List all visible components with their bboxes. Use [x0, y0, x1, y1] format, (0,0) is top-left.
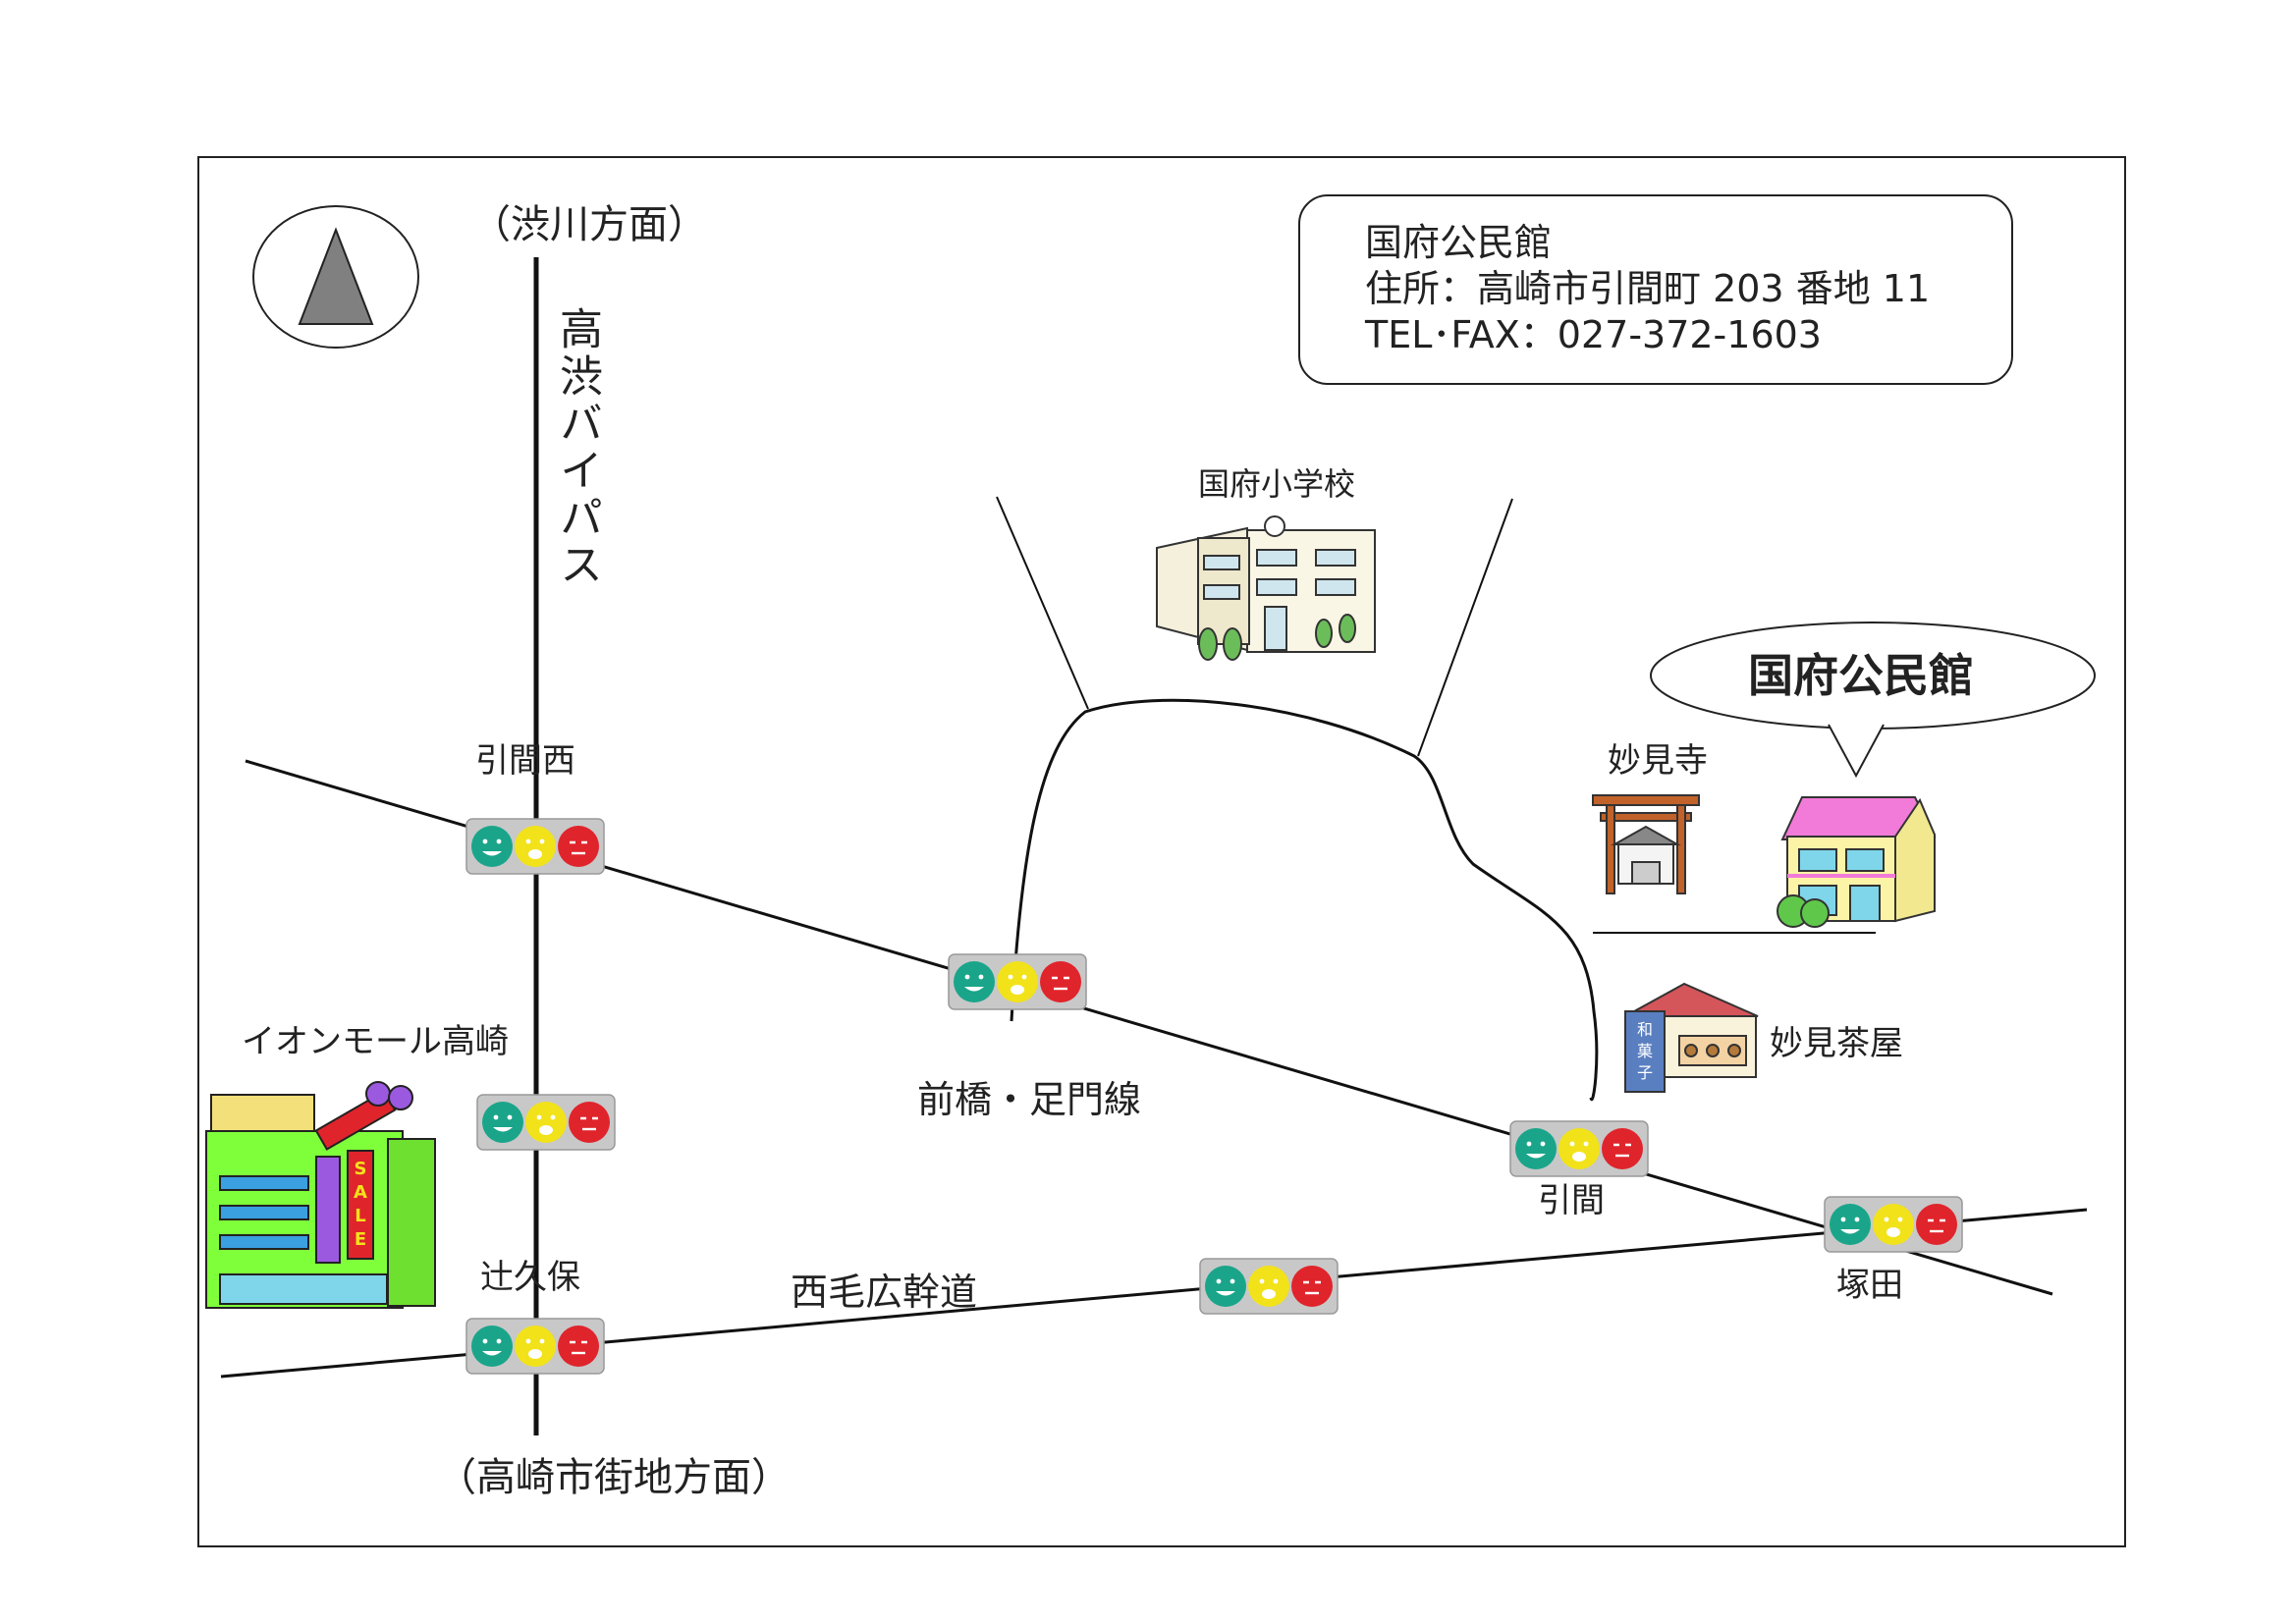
road-curve: [1010, 698, 1599, 1102]
mall-icon: [205, 1081, 436, 1309]
intersection-hikima-nishi: 引間西: [475, 741, 575, 781]
school-icon: [1156, 515, 1376, 661]
north-arrow-icon: [252, 205, 419, 349]
intersection-hikima: 引間: [1538, 1181, 1605, 1220]
info-address: 住所：高崎市引間町 203 番地 11: [1365, 267, 1931, 310]
temple-icon: [1592, 794, 1700, 894]
wagashi-sign: 和 菓 子: [1637, 1020, 1653, 1082]
callout-label: 国府公民館: [1748, 649, 1974, 702]
traffic-signal-icon: [1198, 1257, 1339, 1316]
sale-char: A: [354, 1182, 367, 1203]
traffic-signal-icon: [465, 817, 606, 876]
sale-sign: S A L E: [354, 1159, 367, 1250]
kominkan-callout: [1650, 622, 2096, 779]
wagashi-char: 子: [1637, 1063, 1653, 1082]
intersection-tsukada: 塚田: [1836, 1266, 1903, 1305]
traffic-signal-icon: [475, 1093, 617, 1152]
temple-label: 妙見寺: [1608, 741, 1708, 781]
bypass-label: 高渋バイパス: [552, 306, 602, 598]
traffic-signal-icon: [1508, 1119, 1650, 1178]
maebashi-line-label: 前橋・足門線: [917, 1078, 1141, 1121]
school-label: 国府小学校: [1198, 465, 1355, 503]
nishimo-line-label: 西毛広幹道: [791, 1271, 977, 1314]
teahouse-label: 妙見茶屋: [1770, 1024, 1903, 1063]
map-frame: [197, 156, 2126, 1547]
sale-char: L: [355, 1206, 365, 1226]
sale-char: S: [355, 1159, 367, 1179]
wagashi-char: 菓: [1637, 1042, 1653, 1060]
info-name: 国府公民館: [1365, 221, 1553, 264]
traffic-signal-icon: [465, 1317, 606, 1376]
wagashi-char: 和: [1637, 1020, 1653, 1039]
north-direction-label: （渋川方面）: [471, 202, 707, 247]
intersection-tsujikubo: 辻久保: [480, 1258, 580, 1297]
traffic-signal-icon: [947, 952, 1088, 1011]
traffic-signal-icon: [1823, 1195, 1964, 1254]
south-direction-label: （高崎市街地方面）: [437, 1455, 791, 1500]
info-phone: TEL･FAX：027-372-1603: [1365, 313, 1822, 356]
info-box: 国府公民館 住所：高崎市引間町 203 番地 11 TEL･FAX：027-37…: [1298, 194, 2013, 385]
road-school-left: [996, 496, 1089, 710]
mall-label: イオンモール高崎: [242, 1022, 509, 1061]
teahouse-icon: [1624, 982, 1759, 1093]
road-school-right: [1417, 498, 1513, 757]
bypass-label-text: 高渋バイパス: [552, 306, 602, 589]
kominkan-house-icon: [1777, 796, 1937, 928]
sale-char: E: [355, 1229, 366, 1250]
